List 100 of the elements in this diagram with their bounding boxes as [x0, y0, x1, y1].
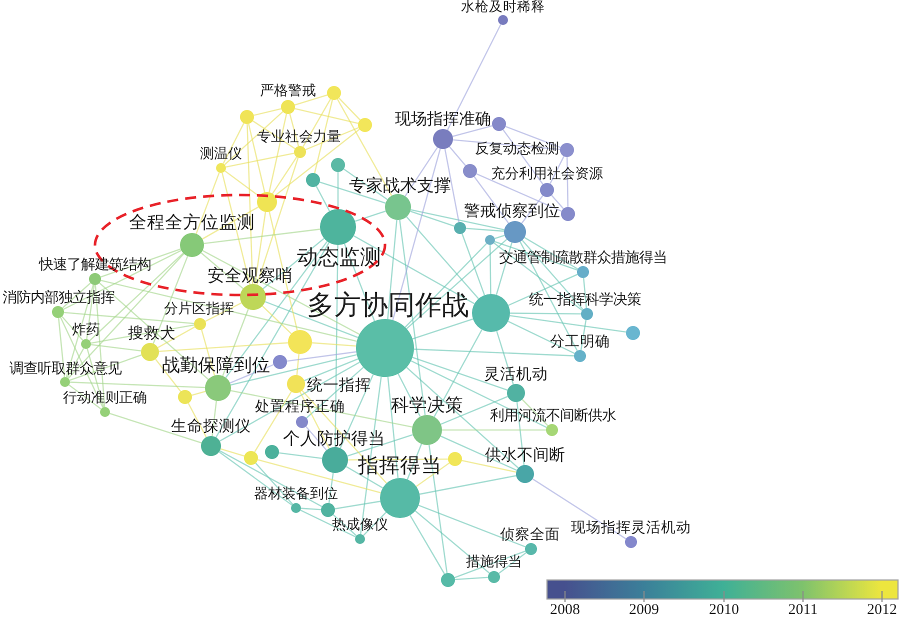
connector-line [343, 168, 388, 200]
node-label: 现场指挥灵活机动 [571, 520, 691, 536]
node-circle-icon [321, 503, 335, 517]
connector-line [461, 233, 486, 296]
connector-line [551, 194, 564, 210]
connector-line [225, 241, 328, 378]
node-circle-icon [498, 15, 508, 25]
connector-line [410, 514, 446, 574]
node-circle-icon [525, 543, 537, 555]
node-circle-icon [273, 355, 287, 369]
connector-line [334, 245, 338, 447]
node-circle-icon [331, 158, 345, 172]
connector-line [522, 240, 584, 310]
connector-line [550, 156, 564, 184]
node-label: 行动准则正确 [63, 392, 147, 406]
connector-line [158, 342, 288, 352]
node-label: 处置程序正确 [255, 400, 345, 414]
node-circle-icon [485, 235, 495, 245]
connector-line [462, 460, 516, 473]
connector-line [268, 114, 288, 192]
connector-line [86, 348, 104, 408]
node-circle-icon [216, 163, 226, 173]
node-label: 器材装备到位 [254, 488, 338, 502]
node-label: 分工明确 [550, 334, 610, 350]
node-circle-icon [448, 452, 462, 466]
node-circle-icon [89, 273, 101, 285]
connector-line [305, 127, 359, 150]
node-circle-icon [507, 384, 525, 402]
legend-label: 2010 [709, 603, 739, 618]
connector-line [94, 284, 106, 408]
node-label: 利用河流不间断供水 [490, 408, 616, 424]
connector-line [494, 242, 583, 311]
connector-line [300, 510, 356, 538]
connector-line [414, 348, 574, 356]
connector-line [508, 320, 575, 354]
connector-line [332, 514, 357, 536]
node-circle-icon [201, 436, 221, 456]
connector-line [347, 434, 413, 457]
connector-line [452, 139, 560, 150]
connector-line [516, 402, 525, 466]
node-circle-icon [81, 339, 91, 349]
node-label: 动态监测 [297, 246, 381, 268]
node-label: 安全观察哨 [208, 266, 292, 284]
connector-line [510, 314, 626, 333]
connector-line [302, 98, 332, 148]
node-circle-icon [180, 233, 204, 257]
connector-line [264, 301, 358, 338]
node-circle-icon [358, 118, 372, 132]
connector-line [256, 158, 299, 285]
connector-line [314, 100, 334, 174]
node-circle-icon [574, 350, 586, 362]
node-label: 统一指挥科学决策 [529, 292, 641, 308]
connector-line [532, 478, 626, 540]
node-circle-icon [385, 194, 411, 220]
node-label: 侦察全面 [500, 528, 560, 542]
legend-label: 2009 [629, 603, 659, 618]
node-label: 个人防护得当 [283, 430, 385, 446]
connector-line [406, 238, 508, 330]
connector-line [304, 358, 358, 382]
node-circle-icon [540, 183, 554, 197]
connector-line [200, 252, 244, 290]
node-circle-icon [463, 164, 477, 178]
connector-line [212, 400, 218, 436]
connector-line [60, 317, 104, 408]
node-circle-icon [454, 222, 466, 234]
node-circle-icon [178, 390, 192, 404]
node-circle-icon [327, 86, 341, 100]
node-label: 调查听取群众意见 [10, 362, 122, 376]
node-circle-icon [546, 424, 558, 436]
node-circle-icon [356, 319, 414, 377]
connector-line [416, 462, 450, 487]
connector-line [502, 129, 544, 185]
connector-line [70, 382, 206, 388]
connector-line [524, 237, 578, 270]
node-label: 现场指挥准确 [395, 112, 491, 128]
connector-line [508, 274, 578, 306]
connector-line [496, 242, 513, 295]
connector-line [62, 282, 91, 308]
node-circle-icon [287, 375, 305, 393]
node-circle-icon [291, 503, 301, 513]
connector-line [158, 326, 196, 348]
connector-line [434, 329, 482, 418]
connector-line [444, 148, 460, 222]
node-label: 水枪及时稀释 [461, 0, 545, 14]
connector-line [474, 176, 510, 224]
connector-line [100, 280, 357, 342]
connector-line [222, 308, 249, 376]
legend-label: 2012 [867, 603, 897, 618]
connector-line [336, 98, 392, 196]
node-circle-icon [433, 129, 453, 149]
connector-line [289, 114, 300, 146]
node-label: 充分利用社会资源 [491, 168, 603, 182]
node-label: 警戒侦察到位 [464, 204, 560, 220]
connector-line [262, 238, 325, 290]
node-label: 供水不间断 [485, 448, 565, 464]
connector-line [258, 459, 381, 494]
connector-line [86, 284, 95, 340]
node-circle-icon [100, 407, 110, 417]
node-label: 快速了解建筑结构 [39, 258, 151, 272]
node-circle-icon [492, 117, 506, 131]
